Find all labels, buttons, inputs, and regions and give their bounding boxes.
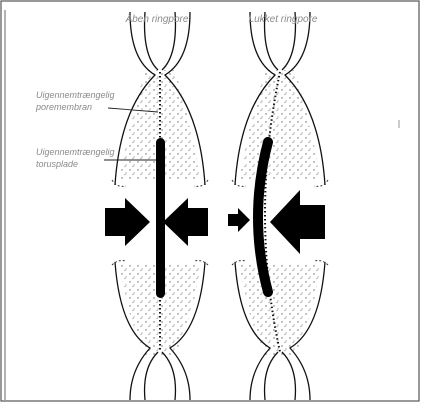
open-pit-arrow-left: [163, 198, 208, 246]
closed-pit-title: Lukket ringpore: [249, 14, 318, 25]
open-wall-left-inner-bottom: [145, 352, 158, 400]
open-pit-torus-plate: [156, 138, 165, 298]
plate-label-line1: Uigennemtrængelig: [36, 147, 115, 157]
open-wall-right-inner-bottom: [162, 352, 175, 400]
open-pit-title: Åben ringpore: [125, 12, 189, 25]
closed-pit-chamber-lower: [240, 265, 320, 355]
closed-pit-torus-plate: [258, 142, 268, 292]
closed-wall-left-inner-bottom: [265, 352, 278, 400]
open-pit-arrow-right: [105, 198, 150, 246]
membrane-label-line1: Uigennemtrængelig: [36, 90, 115, 100]
open-pit-pair: [105, 12, 208, 400]
diagram-border: [1, 1, 419, 401]
membrane-label-line2: poremembran: [35, 102, 92, 112]
closed-wall-right-inner-bottom: [282, 352, 295, 400]
closed-pit-arrow-small: [228, 208, 250, 232]
closed-pit-arrow-large: [270, 190, 325, 254]
closed-pit-chamber: [240, 70, 320, 180]
plate-label-line2: torusplade: [36, 159, 78, 169]
closed-pit-pair: [228, 12, 328, 400]
